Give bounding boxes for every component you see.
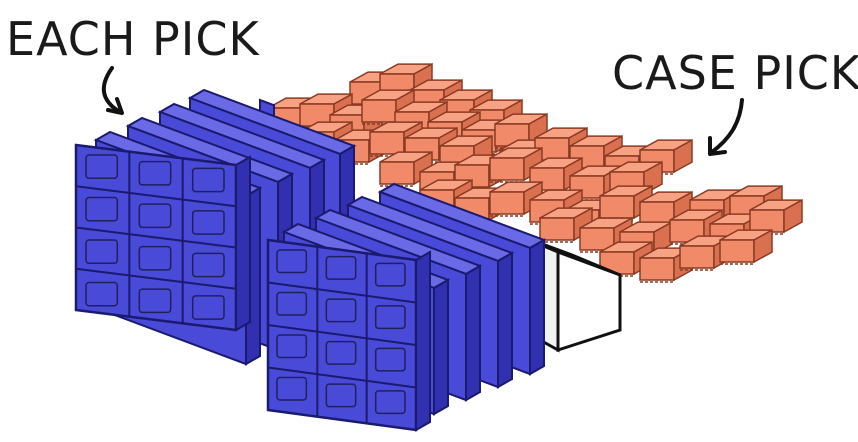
case-box	[749, 198, 803, 235]
shelf-item	[276, 334, 308, 359]
shelf-item	[325, 383, 357, 408]
shelf-item	[325, 298, 357, 323]
shelf-item	[85, 154, 119, 179]
each-pick-arrowhead-icon	[106, 97, 124, 115]
case-pick-arrow-icon	[710, 98, 744, 154]
shelf-item	[374, 305, 406, 330]
case-box	[539, 206, 593, 243]
shelf-item	[374, 390, 406, 415]
shelf-item	[325, 255, 357, 280]
shelf-item	[191, 252, 225, 278]
each-pick-label: EACH PICK	[6, 12, 260, 66]
case-box	[579, 216, 633, 253]
shelf-item	[374, 262, 406, 287]
shelf-item	[276, 376, 308, 401]
shelf-item	[325, 340, 357, 365]
shelf-item	[276, 291, 308, 316]
shelf-item	[85, 239, 119, 264]
shelf-item	[191, 210, 225, 235]
shelf-item	[138, 245, 172, 271]
shelf-item	[276, 249, 308, 274]
shelf-item	[191, 167, 225, 193]
case-box	[489, 146, 543, 183]
shelf-item	[191, 295, 225, 320]
case-box	[639, 190, 693, 227]
front-shelving-unit	[74, 143, 251, 332]
shelf-item	[374, 347, 406, 372]
each-pick-arrow-icon	[101, 66, 122, 114]
each-pick-shelving-front	[266, 182, 547, 432]
case-pick-label: CASE PICK	[612, 46, 858, 100]
shelf-item	[138, 288, 172, 314]
case-pick-arrowhead-icon	[708, 136, 727, 156]
case-pick-area	[267, 62, 803, 283]
shelf-item	[85, 281, 119, 307]
case-box	[719, 228, 773, 265]
shelf-item	[138, 203, 172, 229]
front-shelving-unit	[266, 238, 431, 432]
shelf-item	[138, 160, 172, 186]
shelf-item	[85, 196, 119, 222]
